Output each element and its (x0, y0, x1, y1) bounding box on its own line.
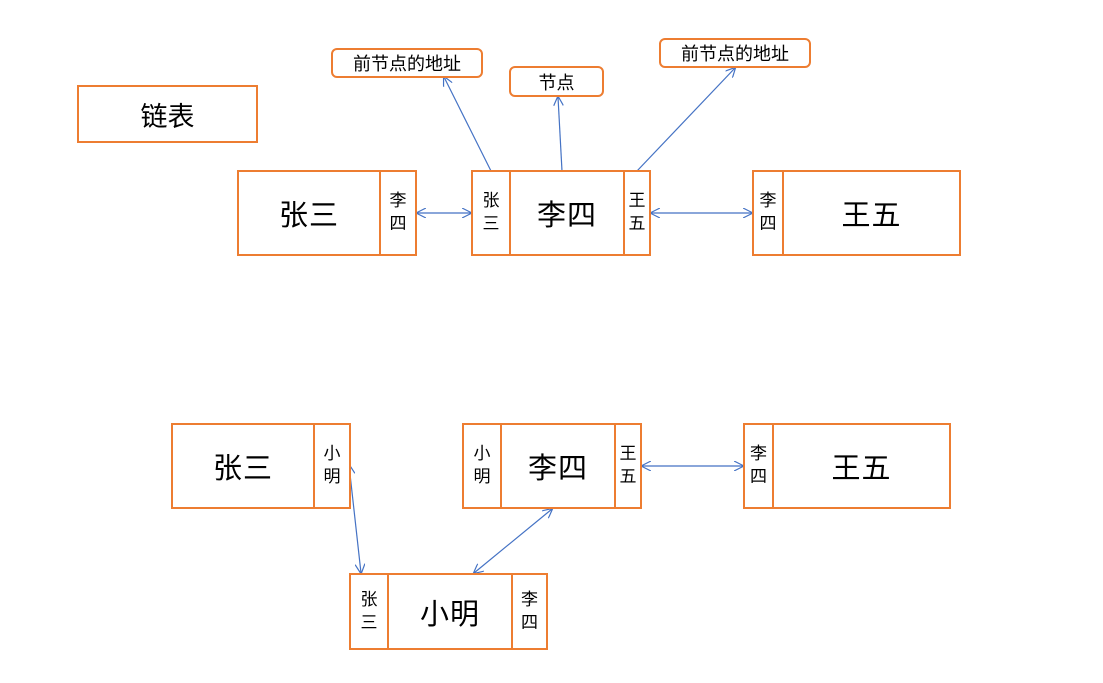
pointer-prev-address-left (444, 77, 492, 172)
top-node-wangwu: 李四 王五 (752, 170, 961, 256)
bottom-node-zhangsan: 张三 小明 (171, 423, 351, 509)
next-pointer-cell: 小明 (313, 425, 349, 507)
node-value: 张三 (278, 198, 339, 232)
link-zhangsan-xiaoming (349, 465, 361, 573)
bottom-node-lisi: 小明 李四 王五 (462, 423, 642, 509)
next-pointer-cell: 李四 (379, 172, 415, 254)
node-value: 李四 (527, 451, 588, 485)
bottom-node-wangwu: 李四 王五 (743, 423, 951, 509)
top-node-zhangsan: 张三 李四 (237, 170, 417, 256)
pointer-node (558, 97, 562, 172)
node-value: 小明 (419, 596, 480, 631)
next-pointer-cell: 王五 (623, 172, 649, 254)
prev-pointer-cell: 张三 (351, 575, 389, 648)
prev-pointer-cell: 张三 (473, 172, 511, 254)
prev-pointer-cell: 李四 (754, 172, 784, 254)
next-pointer-cell: 李四 (511, 575, 546, 648)
link-xiaoming-lisi (474, 509, 552, 573)
callout-label: 前节点的地址 (681, 44, 789, 65)
top-node-lisi: 张三 李四 王五 (471, 170, 651, 256)
pointer-prev-address-right (636, 68, 735, 172)
title-box: 链表 (77, 85, 258, 143)
inserted-node-xiaoming: 张三 小明 李四 (349, 573, 548, 650)
diagram-title: 链表 (140, 101, 195, 133)
node-value: 张三 (212, 451, 273, 485)
prev-pointer-cell: 小明 (464, 425, 502, 507)
node-value: 李四 (536, 198, 597, 232)
node-value: 王五 (841, 198, 902, 232)
callout-prev-address-right: 前节点的地址 (659, 38, 811, 68)
node-value: 王五 (831, 451, 892, 485)
prev-pointer-cell: 李四 (745, 425, 774, 507)
callout-prev-address-left: 前节点的地址 (331, 48, 483, 78)
callout-label: 节点 (538, 72, 575, 94)
callout-label: 前节点的地址 (353, 54, 461, 75)
callout-node: 节点 (509, 66, 604, 97)
next-pointer-cell: 王五 (614, 425, 640, 507)
